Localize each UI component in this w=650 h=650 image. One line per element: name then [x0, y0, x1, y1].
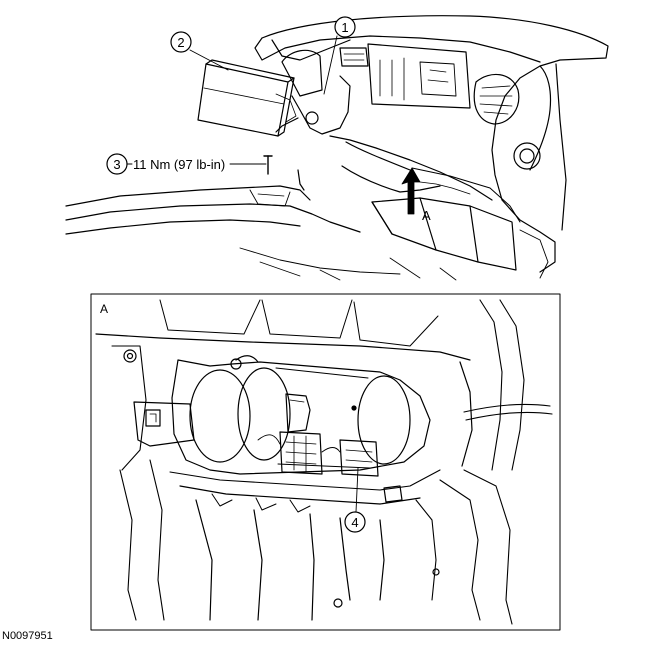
callout-2: 2	[170, 31, 192, 53]
svg-text:3: 3	[113, 157, 120, 172]
svg-text:1: 1	[341, 20, 348, 35]
callout-leaders	[189, 35, 338, 165]
callout-1: 1	[334, 16, 356, 38]
callout-4: 4	[344, 467, 366, 533]
detail-view-a: A	[90, 293, 561, 631]
svg-text:2: 2	[177, 35, 184, 50]
torque-spec: 11 Nm (97 lb-in)	[133, 157, 225, 172]
detail-frame	[90, 293, 561, 631]
view-a-label: A	[422, 208, 431, 223]
callout-3: 3 11 Nm (97 lb-in)	[106, 153, 225, 175]
detail-view-label: A	[100, 302, 108, 316]
instrument-panel-overview	[65, 15, 609, 281]
figure-id: N0097951	[2, 630, 53, 642]
svg-text:4: 4	[351, 515, 358, 530]
